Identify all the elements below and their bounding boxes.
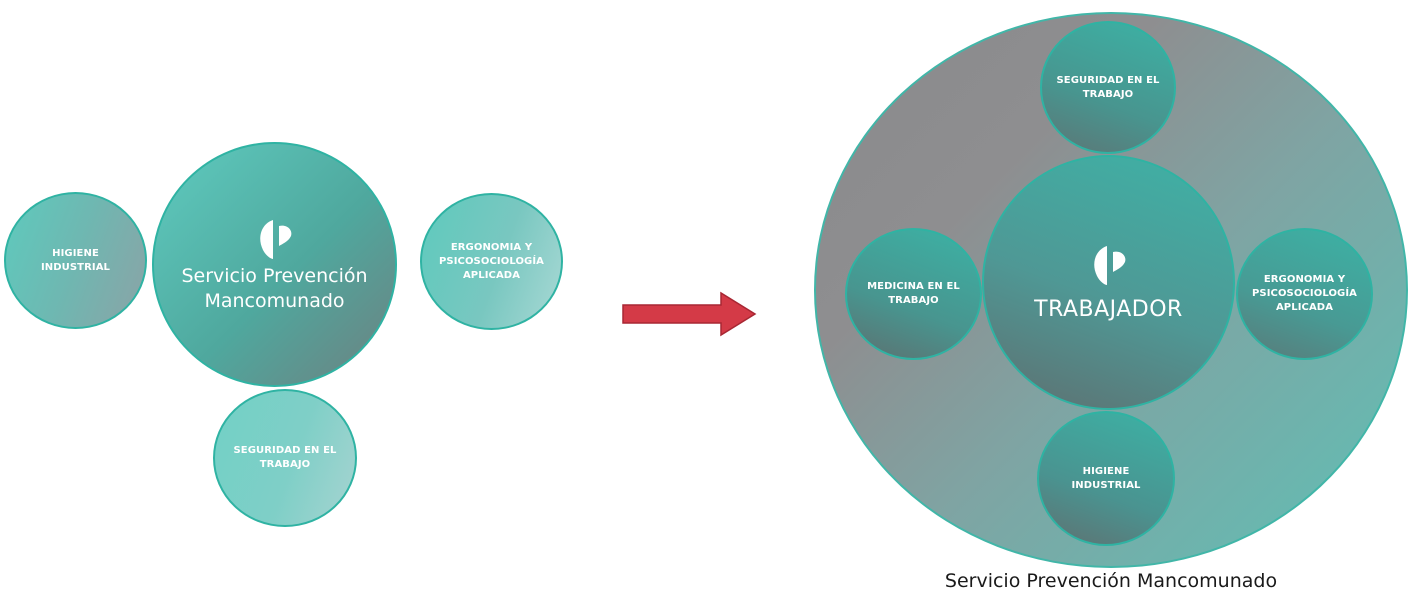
right-ergonomia-circle: ERGONOMIA Y PSICOSOCIOLOGÍA APLICADA <box>1236 228 1373 360</box>
right-medicina-label: MEDICINA EN EL TRABAJO <box>867 281 960 306</box>
left-center-circle: Servicio Prevención Mancomunado <box>152 142 397 387</box>
worker-center-circle: TRABAJADOR <box>982 155 1235 410</box>
right-seguridad-circle: SEGURIDAD EN EL TRABAJO <box>1040 21 1176 154</box>
left-seguridad-circle: SEGURIDAD EN EL TRABAJO <box>213 389 357 527</box>
right-higiene-circle: HIGIENE INDUSTRIAL <box>1037 411 1175 546</box>
leaf-logo-icon <box>1093 245 1125 285</box>
left-ergonomia-label: ERGONOMIA Y PSICOSOCIOLOGÍA APLICADA <box>438 241 545 281</box>
worker-center-label: TRABAJADOR <box>1034 296 1183 322</box>
outer-circle-caption: Servicio Prevención Mancomunado <box>944 570 1278 592</box>
right-higiene-label: HIGIENE INDUSTRIAL <box>1071 465 1141 491</box>
right-seguridad-label: SEGURIDAD EN EL TRABAJO <box>1056 74 1160 100</box>
left-seguridad-label: SEGURIDAD EN EL TRABAJO <box>233 445 337 470</box>
left-center-label: Servicio Prevención Mancomunado <box>181 264 368 312</box>
right-ergonomia-label: ERGONOMIA Y PSICOSOCIOLOGÍA APLICADA <box>1251 274 1358 313</box>
left-higiene-circle: HIGIENE INDUSTRIAL <box>4 192 147 329</box>
leaf-logo-icon <box>259 219 291 259</box>
left-ergonomia-circle: ERGONOMIA Y PSICOSOCIOLOGÍA APLICADA <box>420 193 563 330</box>
right-arrow-icon <box>622 291 757 337</box>
left-higiene-label: HIGIENE INDUSTRIAL <box>40 247 111 273</box>
right-medicina-circle: MEDICINA EN EL TRABAJO <box>845 228 982 360</box>
